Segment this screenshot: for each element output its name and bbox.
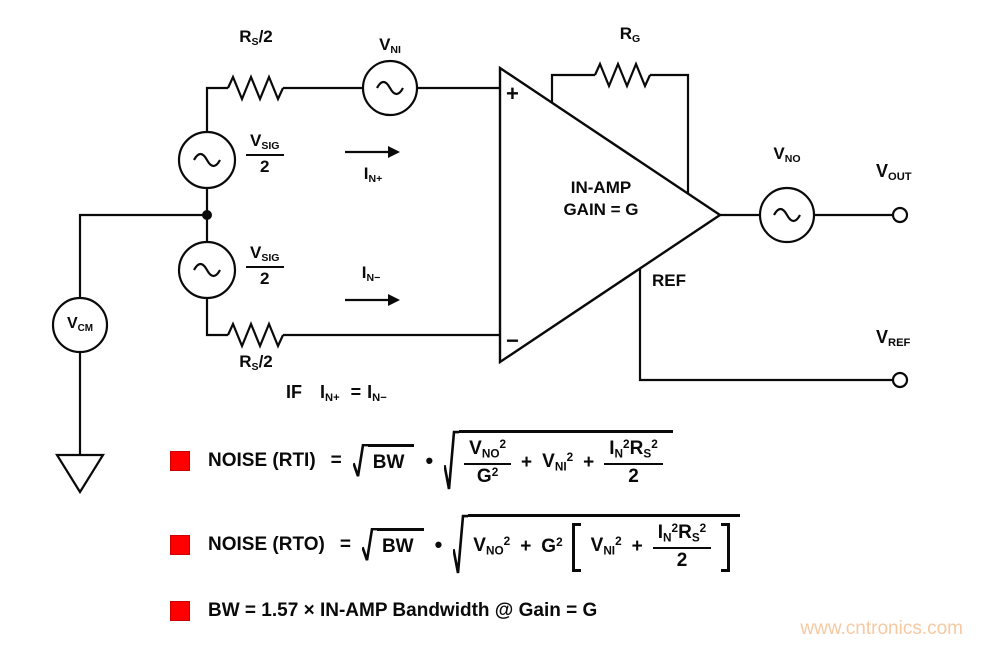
rti-bullet: [170, 451, 190, 472]
sqrt-bw: BW: [362, 528, 424, 562]
noise-rto-formula: NOISE (RTO) = BW • VNO2 + G2 VNI2 + IN2R…: [170, 514, 741, 576]
vsig-bottom-den: 2: [260, 268, 270, 288]
in-minus-label: IN−: [361, 263, 381, 284]
vno-label: VNO: [773, 144, 801, 165]
rs-top-label: RS/2: [239, 27, 273, 48]
sqrt-bw: BW: [353, 444, 415, 478]
vcm-label: VCM: [66, 315, 94, 334]
vout-terminal: [891, 206, 909, 224]
wire-rg-right: [650, 73, 690, 194]
in-plus-label: IN+: [363, 164, 383, 185]
wire-ref-to-vref: [638, 268, 893, 382]
wire-rg-left: [550, 73, 595, 103]
watermark: www.cntronics.com: [800, 618, 963, 639]
vref-label: VREF: [876, 327, 911, 350]
plus-input-sign: +: [506, 81, 519, 106]
in-rs-fraction: IN2RS2 2: [652, 522, 712, 572]
ref-label: REF: [652, 271, 686, 290]
vref-terminal: [891, 371, 909, 389]
rto-bullet: [170, 535, 190, 556]
bw-formula: BW = 1.57 × IN-AMP Bandwidth @ Gain = G: [170, 600, 598, 622]
resistor-rg: [593, 61, 652, 89]
sqrt-rto-body: VNO2 + G2 VNI2 + IN2RS2 2: [453, 514, 741, 576]
sqrt-rti-body: VNO2 G2 + VNI2 + IN2RS2 2: [444, 430, 673, 492]
right-bracket: [721, 523, 731, 573]
radical-icon: [353, 444, 368, 478]
vsig-top-num: VSIG: [246, 131, 284, 156]
inamp-triangle: [498, 65, 723, 365]
vno-squared-term: VNO2: [473, 535, 511, 558]
ground-symbol-icon: [55, 453, 105, 495]
rs-bottom-label: RS/2: [239, 352, 273, 373]
condition-terms: IN+ =IN−: [320, 382, 387, 405]
resistor-rs-top: [226, 74, 285, 102]
radical-icon: [444, 430, 459, 492]
rg-label: RG: [619, 24, 641, 45]
vno-ac-symbol-icon: [773, 207, 801, 223]
vni-label: VNI: [379, 35, 401, 56]
vni-squared-term: VNI2: [590, 535, 622, 558]
inamp-name: IN-AMP: [570, 178, 632, 197]
wire-bottom-left: [205, 298, 228, 337]
left-bracket: [571, 523, 581, 573]
noise-rti-formula: NOISE (RTI) = BW • VNO2 G2 + VNI2 + IN2R…: [170, 430, 673, 492]
rti-label: NOISE (RTI): [208, 449, 316, 471]
wire-top-left: [205, 86, 228, 132]
vsig-top-label: VSIG 2: [246, 131, 284, 177]
rto-label: NOISE (RTO): [208, 533, 325, 555]
vno-over-g-fraction: VNO2 G2: [464, 438, 512, 488]
inamp-label: IN-AMP GAIN = G: [540, 177, 662, 221]
in-rs-fraction: IN2RS2 2: [604, 438, 663, 488]
g-squared-term: G2: [541, 536, 563, 558]
vsig-bottom-label: VSIG 2: [246, 243, 284, 289]
if-word: IF: [286, 382, 302, 402]
vsig-top-den: 2: [260, 156, 270, 176]
vsig-top-ac-symbol-icon: [193, 152, 221, 168]
resistor-rs-bottom: [226, 321, 285, 349]
condition-label: IF IN+ =IN−: [286, 382, 387, 404]
radical-icon: [453, 514, 468, 576]
radical-icon: [362, 528, 377, 562]
vsig-bottom-ac-symbol-icon: [193, 262, 221, 278]
wire-junction-to-vcm: [78, 213, 207, 298]
bw-text: BW = 1.57 × IN-AMP Bandwidth @ Gain = G: [208, 600, 598, 621]
vni-squared-term: VNI2: [542, 451, 574, 474]
minus-input-sign: −: [506, 328, 519, 353]
vsig-bottom-num: VSIG: [246, 243, 284, 268]
bw-bullet: [170, 601, 190, 622]
vni-ac-symbol-icon: [376, 80, 404, 96]
in-plus-arrowhead-icon: [388, 146, 400, 158]
inamp-gain: GAIN = G: [563, 200, 639, 220]
vout-label: VOUT: [876, 161, 912, 184]
in-minus-arrowhead-icon: [388, 294, 400, 306]
